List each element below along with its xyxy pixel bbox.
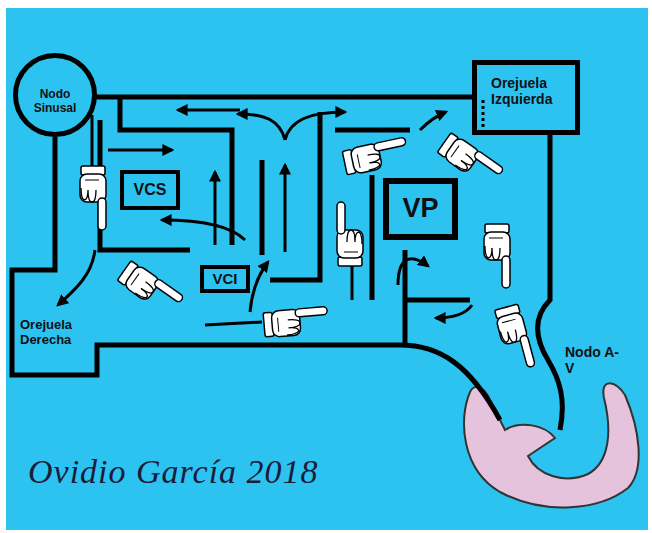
author-signature: Ovidio García 2018 [28,452,358,491]
region-label: Orejuela Derecha [20,318,100,348]
pointing-hand [342,137,410,176]
pointing-hand [494,304,536,373]
node-text: VCS [134,181,167,199]
region-label: Nodo A-V [565,344,625,376]
vessel-box: VCI [200,265,250,293]
node-text: VP [402,193,438,224]
pointing-hand [117,260,184,318]
background [6,8,648,530]
node-text: Nodo Sinusal [24,88,86,116]
pointing-hand [263,306,329,337]
conduction-arrows [58,110,472,325]
dotted-wall [482,100,485,133]
pointing-hand [437,132,504,190]
pointing-hand [80,166,106,230]
vessel-box: VP [383,178,458,240]
pointing-hand [337,202,363,266]
node-text: VCI [212,270,237,287]
node-circle: Nodo Sinusal [13,53,97,137]
vessel-box: VCS [120,170,180,210]
pointing-hand [484,224,510,288]
ventricle-shape [464,383,639,507]
node-text: Orejuela Izquierda [491,75,581,107]
appendage-box: Orejuela Izquierda [472,60,580,135]
maze-walls [12,97,562,430]
